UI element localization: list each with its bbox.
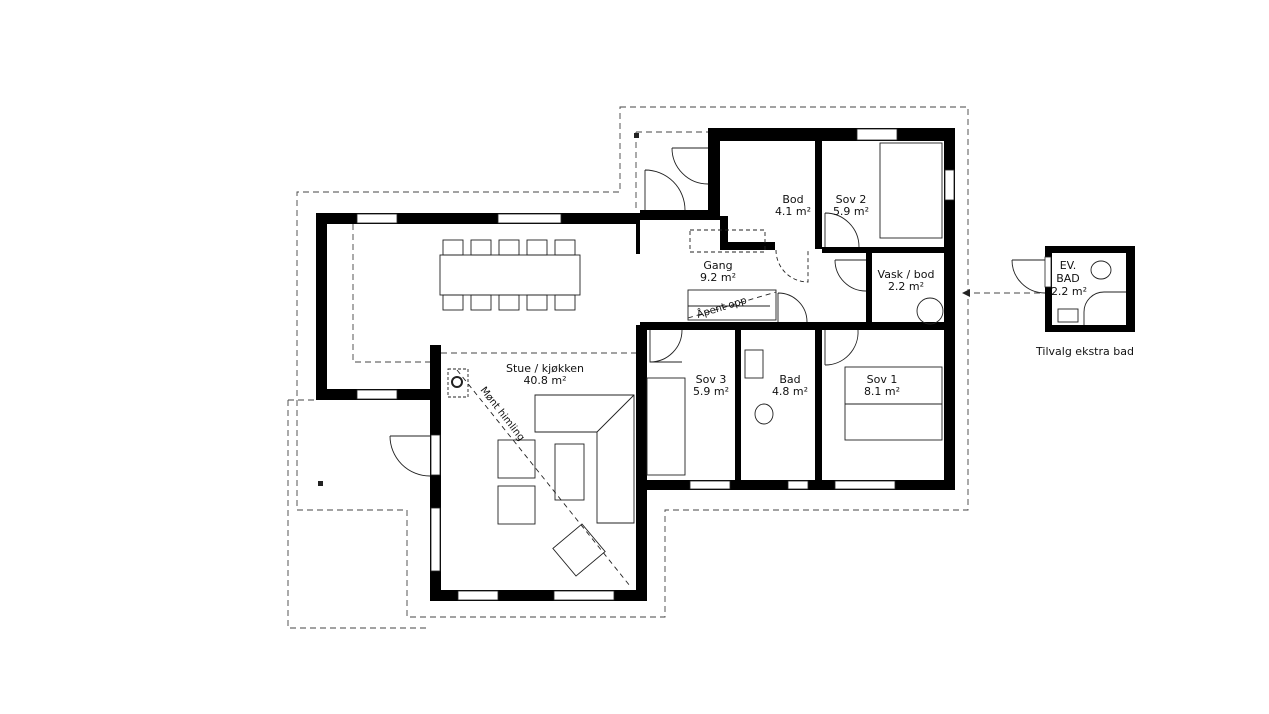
entry-door-inner (644, 169, 686, 211)
dining-chairs (442, 239, 576, 311)
stove-icon (451, 376, 463, 388)
washing-machine-icon (916, 297, 944, 325)
coffee-table (554, 443, 585, 501)
extra-bath: EV. BAD 2.2 m² Tilvalg ekstra bad (962, 246, 1135, 358)
washbasin (744, 349, 764, 379)
double-bed (844, 366, 943, 441)
dining-ceiling-outline (352, 224, 636, 363)
room-name-bad: Bad (779, 373, 800, 386)
stair-open (687, 289, 777, 321)
room-area-stue: 40.8 m² (523, 374, 566, 387)
room-name-bod: Bod (782, 193, 803, 206)
toilet-icon (1090, 260, 1112, 280)
wardrobe (689, 229, 766, 253)
room-name-gang: Gang (703, 259, 732, 272)
post-marker (318, 481, 323, 486)
roof-outline (296, 106, 969, 618)
corner-sofa (534, 394, 635, 524)
sov3-door (649, 329, 683, 363)
stove (447, 368, 469, 398)
room-area-bod: 4.1 m² (775, 205, 811, 218)
extra-bath-label: BAD (1056, 272, 1080, 285)
toilet-icon (754, 403, 774, 425)
armchair (497, 439, 536, 479)
furniture (439, 142, 944, 587)
room-name-sov1: Sov 1 (867, 373, 898, 386)
entry-canopy-outline (635, 131, 708, 212)
sov2-door (824, 212, 860, 248)
extra-bath-caption: Tilvalg ekstra bad (1035, 345, 1134, 358)
room-area-sov3: 5.9 m² (693, 385, 729, 398)
open-above-note: Åpent opp (695, 293, 748, 321)
room-name-stue: Stue / kjøkken (506, 362, 584, 375)
armchair (497, 485, 536, 525)
ridge-line (456, 369, 631, 587)
post-marker (634, 133, 639, 138)
entry-door (671, 147, 709, 185)
vask-door (834, 259, 867, 292)
bunk-bed (879, 142, 943, 239)
armchair (552, 523, 606, 577)
room-area-vask: 2.2 m² (888, 280, 924, 293)
dining-table (439, 254, 581, 296)
extra-bath-area: 2.2 m² (1051, 285, 1087, 298)
terrace-door (389, 435, 431, 477)
bod-door (775, 249, 809, 283)
room-area-sov2: 5.9 m² (833, 205, 869, 218)
extra-bath-label: EV. (1060, 259, 1077, 272)
room-name-vask: Vask / bod (878, 268, 935, 281)
ridge-ceiling-note: Mønt himling (478, 385, 527, 443)
room-area-bad: 4.8 m² (772, 385, 808, 398)
doors (389, 147, 867, 477)
room-area-sov1: 8.1 m² (864, 385, 900, 398)
sov1-door (824, 329, 859, 366)
room-name-sov3: Sov 3 (696, 373, 727, 386)
windows (356, 128, 955, 601)
bad-door (777, 292, 808, 323)
room-name-sov2: Sov 2 (836, 193, 867, 206)
sov3-bed (646, 377, 686, 476)
terrace-outline (287, 399, 430, 629)
room-area-gang: 9.2 m² (700, 271, 736, 284)
washbasin (1057, 308, 1079, 323)
